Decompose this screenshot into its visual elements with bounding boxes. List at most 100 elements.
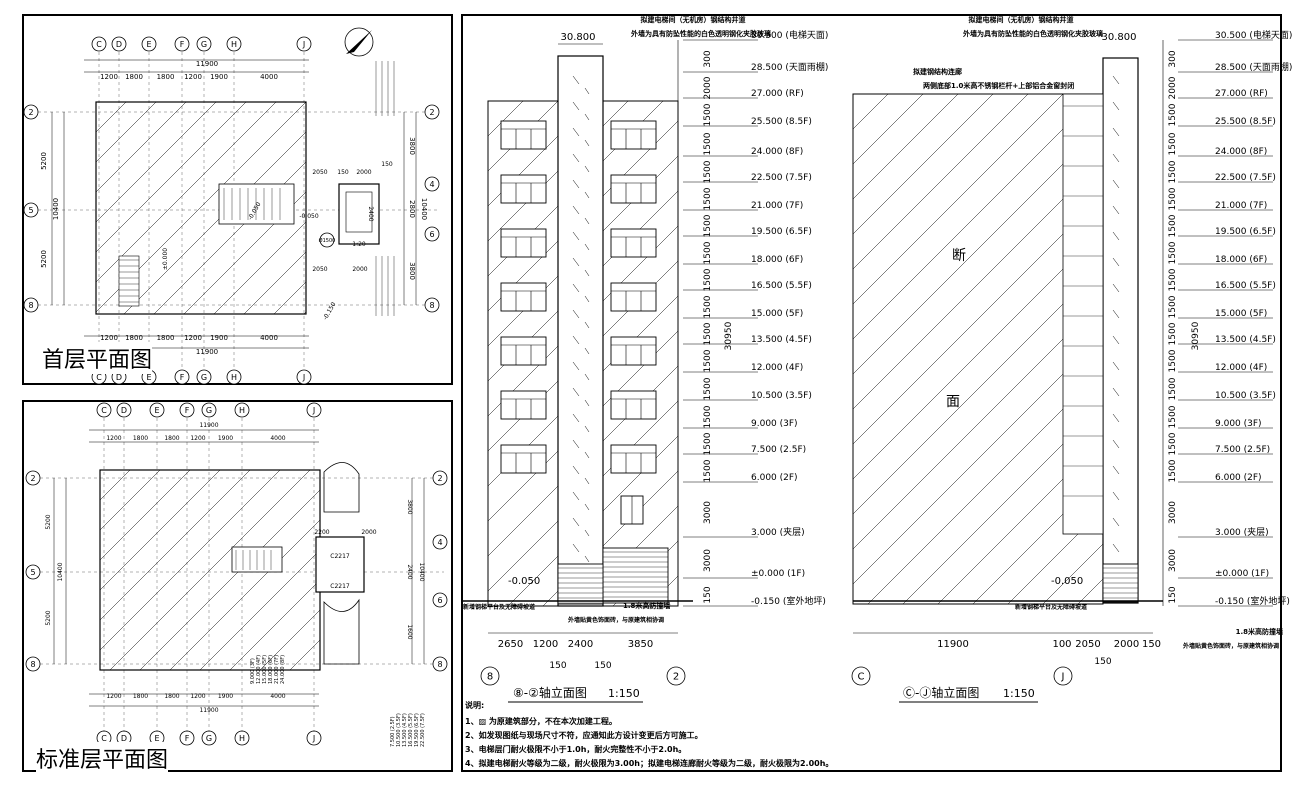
axis-bottom-C-label: C bbox=[96, 373, 102, 382]
dim-bottom: 3850 bbox=[628, 639, 653, 650]
level-label: 30.500 (电梯天面) bbox=[1215, 29, 1292, 41]
corridor-note: 两侧底部1.0米高不锈钢栏杆+上部铝合金窗封闭 bbox=[923, 81, 1074, 90]
level-dim: 1500 bbox=[1168, 405, 1178, 428]
level-label: -0.150 (室外地坪) bbox=[751, 595, 826, 607]
top-note: 外墙为具有防坠性能的白色透明钢化夹胶玻璃 bbox=[631, 29, 771, 38]
dim-bottom: 100 bbox=[1052, 639, 1071, 650]
hatch-line bbox=[100, 470, 161, 531]
axis-right-4 bbox=[432, 534, 448, 550]
axis-right-6 bbox=[432, 592, 448, 608]
axis-left-5-label: 5 bbox=[28, 206, 33, 215]
axis-top-J bbox=[296, 36, 312, 52]
hatch-line bbox=[100, 470, 191, 561]
top-elev-right: 30.800 bbox=[1102, 32, 1137, 43]
hatch-line bbox=[229, 579, 320, 670]
level-dim: 3000 bbox=[1168, 549, 1178, 572]
corridor-note: 拟建钢结构连廊 bbox=[913, 67, 962, 76]
level-dim: 1500 bbox=[1168, 187, 1178, 210]
hatch-line bbox=[853, 94, 1064, 305]
hatch-line bbox=[96, 102, 247, 253]
axis-top-E-label: E bbox=[146, 40, 151, 49]
dim-misc: 150 bbox=[381, 161, 393, 168]
glass-mark bbox=[584, 113, 590, 121]
axis-top-D-label: D bbox=[116, 40, 122, 49]
level-list-item: 22.500 (7.5F) bbox=[420, 713, 426, 747]
hatch-line bbox=[853, 94, 924, 165]
top-elev-left: 30.800 bbox=[561, 32, 596, 43]
level-dim: 1500 bbox=[1168, 432, 1178, 455]
corridor-column bbox=[1062, 93, 1104, 535]
window-right bbox=[610, 282, 657, 312]
north-arrow-circle bbox=[344, 27, 374, 57]
axis-top-F-label: F bbox=[180, 40, 185, 49]
level-total: 30950 bbox=[724, 321, 734, 350]
glass-mark bbox=[1112, 413, 1120, 423]
elevator-detail-circle-label: Ø1500 bbox=[319, 237, 336, 244]
dim-bottom: 4000 bbox=[260, 334, 278, 342]
glass-mark bbox=[584, 451, 590, 459]
dim-top: 1200 bbox=[106, 435, 121, 442]
glass-mark bbox=[584, 165, 590, 173]
window-right bbox=[610, 444, 657, 474]
window-code: C2217 bbox=[330, 553, 350, 560]
glass-mark bbox=[1112, 465, 1120, 475]
level-dim: 1500 bbox=[703, 241, 713, 264]
level-label: ±0.000 (1F) bbox=[1215, 569, 1269, 579]
balcony-outline bbox=[323, 462, 360, 513]
elev-mark: -0.050 bbox=[299, 213, 319, 220]
axis-bottom-H bbox=[226, 369, 242, 385]
hatch-line bbox=[853, 94, 1029, 270]
dim-bottom: 150 bbox=[1142, 639, 1161, 650]
axis-top-D-label: D bbox=[121, 406, 127, 415]
dim-bottom: 1900 bbox=[218, 693, 233, 700]
elev-left-right: -0.050 bbox=[1051, 576, 1083, 587]
standard-floor-plan-title: 标准层平面图 bbox=[36, 742, 169, 774]
axis-bottom-H-label: H bbox=[231, 373, 237, 382]
hatch-line bbox=[753, 101, 1258, 606]
elevator-shaft-right bbox=[1102, 57, 1139, 604]
dim-bottom: 2050 bbox=[1075, 639, 1100, 650]
axis-top-H-label: H bbox=[239, 406, 245, 415]
dim-top: 4000 bbox=[270, 435, 285, 442]
hatch-line bbox=[577, 505, 678, 606]
elevator-shaft-left bbox=[557, 55, 604, 607]
hatch-line bbox=[867, 368, 1103, 604]
level-list-item: 12.000 (4F) bbox=[256, 655, 262, 684]
glass-mark bbox=[584, 503, 590, 511]
axis-top-H bbox=[234, 402, 250, 418]
glass-mark bbox=[584, 321, 590, 329]
window-right bbox=[610, 228, 657, 258]
dim-left: 5200 bbox=[45, 514, 52, 529]
dim-bottom: 1800 bbox=[157, 334, 175, 342]
level-list-item: 7.500 (2.5F) bbox=[390, 716, 396, 747]
stair-outline bbox=[218, 183, 295, 225]
hatch-line bbox=[488, 225, 678, 417]
dim-bottom: 2000 bbox=[1114, 639, 1139, 650]
level-dim: 3000 bbox=[703, 501, 713, 524]
dim-misc: 2050 bbox=[312, 266, 327, 273]
level-label: 6.000 (2F) bbox=[751, 473, 798, 483]
axis-top-C-label: C bbox=[101, 406, 107, 415]
axis-bottom-D-label: D bbox=[116, 373, 122, 382]
dim-right: 2800 bbox=[408, 200, 416, 218]
axis-right-4-label: 4 bbox=[429, 180, 434, 189]
level-dim: 3000 bbox=[703, 549, 713, 572]
axis-top-G-label: G bbox=[206, 406, 212, 415]
note-1: 1、▨ 为原建筑部分，不在本次加建工程。 bbox=[465, 717, 617, 726]
level-label: 28.500 (天面雨棚) bbox=[1215, 61, 1292, 73]
axis-bottom-F-label: F bbox=[180, 373, 185, 382]
level-list-item: 9.000 (3F) bbox=[250, 658, 256, 684]
axis-right-6-label: 6 bbox=[429, 230, 434, 239]
glass-mark bbox=[584, 373, 590, 381]
glass-mark bbox=[584, 555, 590, 563]
glass-mark bbox=[1112, 101, 1120, 111]
level-dim: 300 bbox=[1168, 50, 1178, 67]
hatch-line bbox=[1113, 94, 1307, 604]
hatch-line bbox=[96, 102, 217, 223]
glass-mark bbox=[1112, 153, 1120, 163]
hatch-line bbox=[259, 609, 320, 670]
axis-left-elev bbox=[480, 666, 500, 686]
elev-mark: ±0.000 bbox=[162, 248, 169, 270]
